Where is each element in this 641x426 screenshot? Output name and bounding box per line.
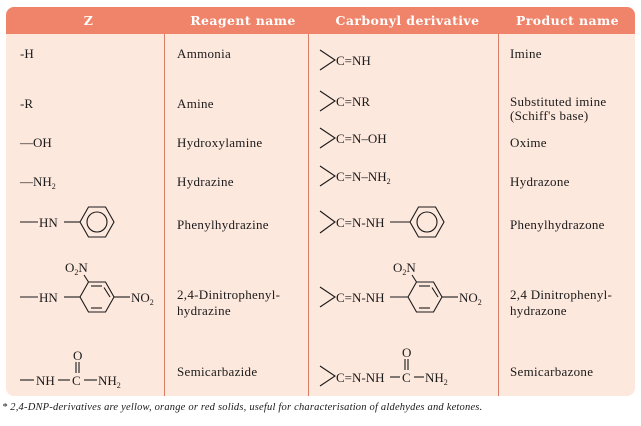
column-divider: [164, 34, 165, 396]
para-nitro-label: NO2: [131, 290, 154, 307]
carbonyl-c-label: C: [402, 370, 411, 385]
z-amino: —NH2: [19, 174, 56, 191]
derivative-phenylhydrazone: C=N-NH: [336, 215, 385, 230]
z-hn-label: HN: [39, 290, 58, 305]
product-hydrazone: Hydrazone: [510, 174, 570, 189]
product-substituted-imine-line1: Substituted imine: [510, 94, 607, 109]
carbonyl-o-label: O: [73, 348, 82, 363]
reagent-dinitrophenylhydrazine-line2: hydrazine: [177, 303, 231, 318]
carbonyl-bond-icon: [319, 127, 336, 149]
z-hn-label: HN: [39, 215, 58, 230]
product-dinitrophenylhydrazone-line2: hydrazone: [510, 303, 567, 318]
reagent-table: Z Reagent name Carbonyl derivative Produ…: [6, 7, 635, 396]
benzene-ring-icon: [409, 206, 445, 238]
reagent-hydrazine: Hydrazine: [177, 174, 234, 189]
z-alkyl: -R: [20, 96, 33, 111]
reagent-ammonia: Ammonia: [177, 46, 232, 61]
carbonyl-o-label: O: [402, 345, 411, 360]
derivative-dinitrophenylhydrazone: C=N-NH: [336, 290, 385, 305]
header-reagent-name: Reagent name: [190, 13, 296, 28]
ortho-nitro-label: O2N: [393, 260, 416, 277]
header-z: Z: [83, 13, 94, 28]
terminal-nh2-label: NH2: [98, 373, 121, 390]
z-hydrogen: -H: [20, 46, 34, 61]
carbonyl-c-label: C: [72, 373, 81, 388]
derivative-substituted-imine: C=NR: [336, 94, 370, 109]
header-carbonyl-derivative: Carbonyl derivative: [335, 13, 480, 28]
reagent-dinitrophenylhydrazine-line1: 2,4-Dinitrophenyl-: [177, 287, 281, 302]
carbonyl-bond-icon: [319, 90, 336, 112]
carbonyl-bond-icon: [319, 210, 336, 234]
z-nh-label: NH: [36, 373, 55, 388]
reagent-semicarbazide: Semicarbazide: [177, 364, 258, 379]
product-phenylhydrazone: Phenylhydrazone: [510, 217, 605, 232]
carbonyl-bond-icon: [319, 165, 336, 187]
footnote: * 2,4-DNP-derivatives are yellow, orange…: [2, 402, 483, 413]
reagent-phenylhydrazine: Phenylhydrazine: [177, 217, 269, 232]
product-dinitrophenylhydrazone-line1: 2,4 Dinitrophenyl-: [510, 287, 613, 302]
table-header: Z Reagent name Carbonyl derivative Produ…: [6, 7, 635, 34]
product-oxime: Oxime: [510, 135, 547, 150]
derivative-hydrazone: C=N–NH2: [336, 169, 391, 186]
column-divider: [308, 34, 309, 396]
carbonyl-bond-icon: [319, 49, 336, 71]
product-imine: Imine: [510, 46, 542, 61]
reagent-amine: Amine: [177, 96, 214, 111]
derivative-imine: C=NH: [336, 53, 371, 68]
terminal-nh2-label: NH2: [425, 370, 448, 387]
product-substituted-imine-line2: (Schiff's base): [510, 108, 589, 123]
carbonyl-bond-icon: [319, 365, 336, 387]
reagent-hydroxylamine: Hydroxylamine: [177, 135, 263, 150]
column-divider: [498, 34, 499, 396]
derivative-oxime: C=N–OH: [336, 131, 387, 146]
derivative-semicarbazone: C=N-NH: [336, 370, 385, 385]
benzene-ring-icon: [79, 206, 115, 238]
product-semicarbazone: Semicarbazone: [510, 364, 594, 379]
header-product-name: Product name: [515, 13, 620, 28]
carbonyl-bond-icon: [319, 286, 336, 308]
z-hydroxyl: —OH: [19, 135, 52, 150]
para-nitro-label: NO2: [459, 290, 482, 307]
ortho-nitro-label: O2N: [65, 260, 88, 277]
